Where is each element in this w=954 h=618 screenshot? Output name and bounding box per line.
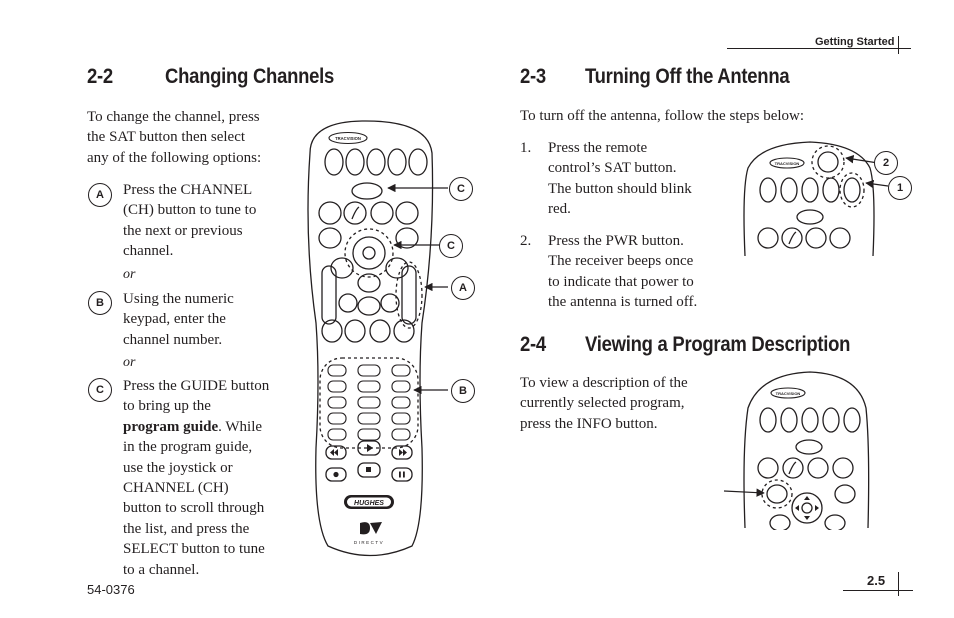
callout-b-keypad: B [451, 379, 475, 403]
option-c-line: to a channel. [123, 561, 200, 578]
footer-rule [843, 590, 913, 591]
callout-arrow-info [723, 488, 765, 497]
directv-logo: DIRECTV [354, 522, 384, 545]
option-c-line-rest: . While [218, 418, 263, 435]
section-2-4-title: Viewing a Program Description [585, 333, 851, 356]
option-b-line: channel number. [123, 331, 223, 348]
section-2-4-text: To view a description of the currently s… [520, 373, 688, 434]
option-c-line: to bring up the [123, 398, 211, 415]
step-2-line: Press the PWR button. [548, 233, 684, 249]
guide-button-shape [351, 182, 383, 200]
or-separator-1: or [123, 267, 136, 282]
step-2-number: 2. [520, 233, 532, 249]
hughes-logo: HUGHES [344, 495, 394, 509]
step-2-line: to indicate that power to [548, 273, 694, 290]
intro-line: the SAT button then select [87, 129, 246, 146]
option-a-line: (CH) button to tune to [123, 202, 257, 219]
remote-brand-label: TRACVISION [335, 136, 361, 141]
callout-c-joystick: C [439, 234, 463, 258]
option-c-line: the list, and press the [123, 520, 250, 537]
option-c-line: in the program guide, [123, 439, 253, 456]
remote-body-outline [307, 120, 434, 557]
option-a-line: the next or previous [123, 222, 243, 239]
option-a-text: Press the CHANNEL (CH) button to tune to… [123, 180, 256, 262]
section-2-2-intro: To change the channel, press the SAT but… [87, 107, 261, 168]
step-1-number: 1. [520, 140, 532, 156]
remote-illustration-info: TRACVISION [743, 371, 870, 530]
step-1-line: red. [548, 201, 571, 218]
directv-logo-text: DIRECTV [354, 540, 384, 545]
callout-2-pwr: 2 [874, 151, 898, 175]
callout-a-channel: A [451, 276, 475, 300]
option-b-line: keypad, enter the [123, 311, 226, 328]
option-a-badge: A [88, 183, 112, 207]
section-2-3-title: Turning Off the Antenna [585, 65, 790, 88]
option-b-text: Using the numeric keypad, enter the chan… [123, 289, 234, 350]
header-rule [727, 48, 911, 49]
remote-top-illustration-antenna: TRACVISION [743, 141, 875, 257]
section-2-4-number: 2-4 [520, 333, 546, 356]
header-section-label: Getting Started [815, 36, 895, 48]
or-separator-2: or [123, 355, 136, 370]
option-b-line: Using the numeric [123, 291, 234, 307]
option-c-line: CHANNEL (CH) [123, 480, 229, 497]
step-1-line: control’s SAT button. [548, 160, 677, 177]
step-1-line: The button should blink [548, 180, 692, 197]
section-2-3-intro: To turn off the antenna, follow the step… [520, 108, 805, 124]
intro-line: To change the channel, press [87, 109, 260, 125]
step-1-line: Press the remote [548, 140, 648, 156]
callout-arrows-2-3 [845, 155, 889, 189]
step-2-text: Press the PWR button. The receiver beeps… [548, 231, 697, 313]
intro-line: any of the following options: [87, 149, 262, 166]
callout-1-sat: 1 [888, 176, 912, 200]
hughes-logo-text: HUGHES [354, 500, 384, 507]
option-c-line: use the joystick or [123, 459, 233, 476]
option-c-line: SELECT button to tune [123, 541, 265, 558]
option-c-badge: C [88, 378, 112, 402]
remote-brand-label-small: TRACVISION [775, 161, 800, 166]
callout-c-guide: C [449, 177, 473, 201]
remote-control-illustration: TRACVISION HUGHES DIRECTV [307, 120, 434, 557]
joystick-shape [352, 236, 386, 270]
section-2-2-title: Changing Channels [165, 65, 335, 88]
footer-tick [898, 572, 899, 596]
remote-brand-label-info: TRACVISION [776, 391, 801, 396]
section-2-3-number: 2-3 [520, 65, 546, 88]
step-2-line: the antenna is turned off. [548, 294, 698, 311]
option-c-line: program guide. While [123, 417, 269, 437]
step-2-line: The receiver beeps once [548, 253, 694, 270]
doc-number: 54-0376 [87, 582, 135, 597]
page-number: 2.5 [867, 573, 886, 588]
option-b-badge: B [88, 291, 112, 315]
section-2-4-line: press the INFO button. [520, 415, 658, 432]
section-2-2-number: 2-2 [87, 65, 113, 88]
option-c-line: button to scroll through [123, 500, 265, 517]
option-c-line: Press the GUIDE button [123, 378, 270, 394]
step-1-text: Press the remote control’s SAT button. T… [548, 138, 692, 220]
option-c-text: Press the GUIDE button to bring up the p… [123, 376, 269, 580]
section-2-4-line: To view a description of the [520, 375, 688, 391]
header-tick [898, 36, 899, 54]
program-guide-term: program guide [123, 418, 219, 435]
option-a-line: channel. [123, 243, 174, 260]
section-2-4-line: currently selected program, [520, 395, 685, 412]
option-a-line: Press the CHANNEL [123, 182, 253, 198]
